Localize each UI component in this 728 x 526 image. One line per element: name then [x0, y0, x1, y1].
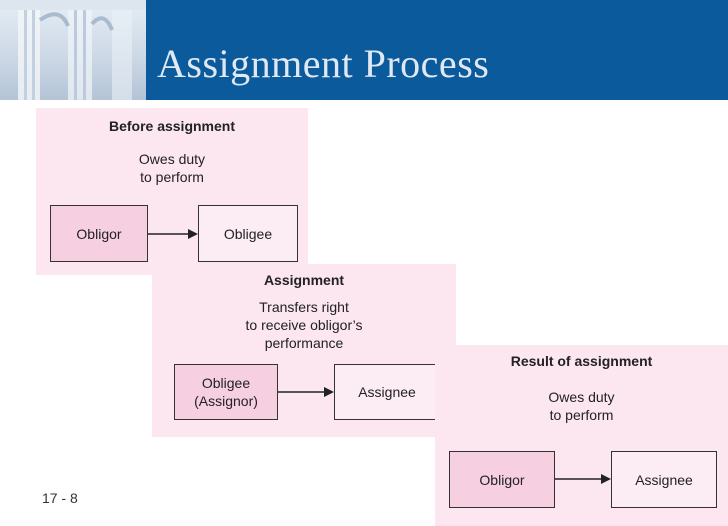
panel-assignment: Assignment Transfers right to receive ob…	[152, 264, 456, 437]
assignee-box: Assignee	[334, 364, 440, 420]
building-columns-image	[0, 0, 146, 100]
obligee-box: Obligee	[198, 205, 298, 262]
arrow-right-icon	[555, 474, 611, 484]
panel-heading: Result of assignment	[510, 353, 653, 369]
panel-heading: Assignment	[263, 272, 345, 288]
panel-before-assignment: Before assignment Owes duty to perform O…	[36, 108, 308, 275]
obligor-box: Obligor	[50, 205, 148, 262]
panel-result-of-assignment: Result of assignment Owes duty to perfor…	[435, 345, 728, 526]
panel-description: Transfers right to receive obligor’s per…	[245, 299, 363, 351]
arrow-right-icon	[148, 229, 198, 239]
header-bar: Assignment Process	[0, 0, 728, 100]
arrow-right-icon	[278, 387, 334, 397]
panel-description: Owes duty to perform	[138, 151, 206, 185]
panel-heading: Before assignment	[108, 118, 236, 134]
slide-number: 17 - 8	[42, 490, 78, 506]
page-title: Assignment Process	[157, 41, 490, 86]
assignee-box: Assignee	[611, 451, 717, 508]
obligee-assignor-box: Obligee (Assignor)	[174, 364, 278, 420]
obligor-box: Obligor	[449, 451, 555, 508]
panel-description: Owes duty to perform	[548, 389, 615, 423]
